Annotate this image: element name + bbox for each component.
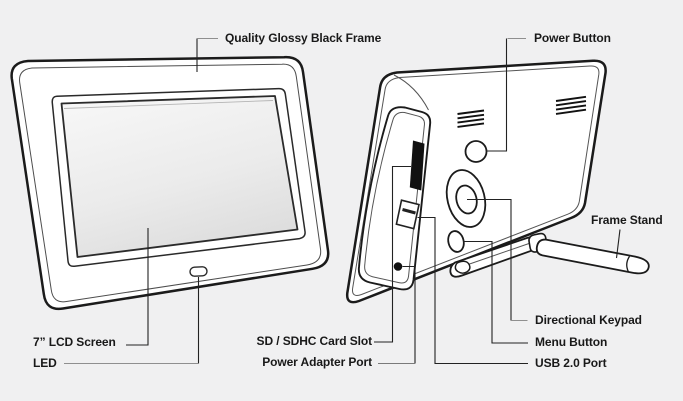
frame-stand — [535, 238, 650, 275]
leader-power-button — [486, 38, 508, 152]
front-frame-inner-line — [19, 63, 322, 303]
menu-button — [447, 230, 465, 253]
label-sd-card-slot: SD / SDHC Card Slot — [256, 334, 373, 348]
side-door-inner-line — [364, 111, 425, 284]
usb-port-tongue — [402, 208, 416, 215]
lcd-screen — [60, 95, 299, 258]
label-led: LED — [33, 356, 57, 370]
sd-card-slot — [409, 140, 425, 191]
screen-highlight-line — [63, 100, 274, 109]
usb-port — [395, 199, 420, 230]
speaker-grille-left — [457, 109, 485, 128]
leader-sd-card-slot — [374, 165, 411, 343]
power-button — [464, 140, 488, 163]
label-directional-keypad: Directional Keypad — [535, 313, 642, 327]
front-view — [10, 55, 330, 311]
directional-keypad-center — [455, 184, 478, 215]
label-quality-glossy-black-frame: Quality Glossy Black Frame — [225, 31, 382, 45]
label-usb-port: USB 2.0 Port — [535, 356, 607, 370]
leader-lcd-screen — [126, 228, 149, 346]
led-indicator — [189, 266, 208, 277]
label-lcd-screen: 7” LCD Screen — [33, 335, 116, 349]
leader-directional-keypad — [467, 198, 512, 321]
leader-menu-button — [463, 240, 528, 344]
frame-stand-cap-seam — [626, 256, 631, 273]
leader-lines — [64, 37, 621, 365]
leader-power-adapter-port — [402, 265, 416, 364]
label-power-button: Power Button — [534, 31, 611, 45]
back-corner-bevel-line — [393, 74, 429, 111]
foot-notch — [454, 260, 471, 274]
label-menu-button: Menu Button — [535, 335, 608, 349]
label-power-adapter-port: Power Adapter Port — [262, 355, 372, 369]
leader-usb-port — [417, 216, 528, 365]
leader-frame-stand — [615, 229, 621, 259]
back-view — [345, 59, 650, 304]
label-frame-stand: Frame Stand — [591, 213, 663, 227]
back-panel-inner-line — [351, 65, 600, 296]
speaker-grille-right — [555, 95, 587, 115]
power-adapter-port — [393, 262, 403, 271]
